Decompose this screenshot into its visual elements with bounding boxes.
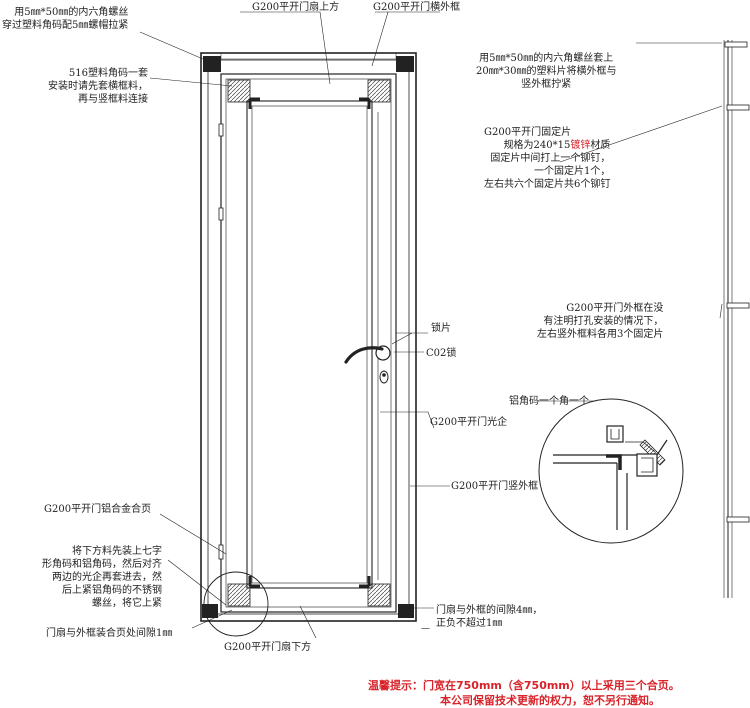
lock-handle-icon bbox=[344, 345, 391, 384]
label-line: G200平开门外框在没 bbox=[566, 303, 664, 314]
label-line: 有注明打孔安装的情况下， bbox=[543, 316, 664, 327]
label-hinge-gap: 门扇与外框装合页处间隙1㎜ bbox=[46, 628, 173, 639]
label-line: 左右竖外框料各用3个固定片 bbox=[537, 329, 664, 340]
notice-line-1: 温馨提示：门宽在750mm（含750mm）以上采用三个合页。 bbox=[368, 679, 680, 692]
svg-text:—: — bbox=[421, 624, 430, 634]
label-right-bolt: 用5㎜*50㎜的内六角螺丝套上 20㎜*30㎜的塑料片将横外框与 竖外框拧紧 bbox=[476, 52, 616, 91]
label-line: 左右共六个固定片共6个铆钉 bbox=[484, 179, 611, 190]
label-line: 形角码和铝角码，然后对齐 bbox=[42, 559, 162, 570]
label-hex-bolt: 用5㎜*50㎜的内六角螺丝 穿过塑料角码配5㎜螺帽拉紧 bbox=[2, 6, 128, 32]
label-line: G200平开门固定片 bbox=[484, 127, 572, 138]
label-line: 穿过塑料角码配5㎜螺帽拉紧 bbox=[2, 20, 129, 31]
label-plastic-corner: 516塑料角码一套 安装时请先套横框料， 再与竖框料连接 bbox=[48, 67, 148, 106]
label-line: 两边的光企再套进去，然 bbox=[52, 572, 162, 583]
label-line: 正负不超过1㎜ bbox=[436, 618, 503, 629]
label-top-frame: G200平开门横外框 bbox=[373, 2, 461, 13]
label-vertical-frame: G200平开门竖外框 bbox=[451, 481, 539, 492]
label-top-sash: G200平开门扇上方 bbox=[252, 2, 340, 13]
label-line: 20㎜*30㎜的塑料片将横外框与 bbox=[476, 66, 617, 77]
door-sash bbox=[220, 73, 397, 613]
label-lock-plate: 锁片 bbox=[431, 323, 451, 334]
label-line: 门扇与外框的间隙4㎜， bbox=[436, 605, 543, 616]
frame-corner-block bbox=[396, 56, 414, 72]
label-bottom-assembly: 将下方料先装上七字 形角码和铝角码，然后对齐 两边的光企再套进去，然 后上紧铝角… bbox=[42, 545, 162, 610]
notice-line-2: 本公司保留技术更新的权力，恕不另行通知。 bbox=[440, 694, 660, 707]
label-line: 用5㎜*50㎜的内六角螺丝套上 bbox=[479, 53, 614, 64]
label-line: 后上紧铝角码的不锈钢 bbox=[62, 585, 162, 596]
top-frame-section bbox=[220, 52, 397, 60]
label-line: 竖外框拧紧 bbox=[521, 79, 572, 90]
label-glass-bead: G200平开门光企 bbox=[430, 417, 508, 428]
label-sash-gap: 门扇与外框的间隙4㎜， 正负不超过1㎜ bbox=[436, 604, 542, 630]
frame-corner-block bbox=[203, 56, 221, 72]
outer-frame bbox=[200, 52, 417, 622]
label-aluminum-corner: 铝角码一个角一个 bbox=[509, 396, 589, 407]
label-lock: C02锁 bbox=[426, 348, 457, 359]
label-line: 螺丝，将它上紧 bbox=[92, 598, 162, 609]
label-line: 用5㎜*50㎜的内六角螺丝 bbox=[14, 7, 129, 18]
label-line: 固定片中间打上一个铆钉， bbox=[490, 153, 611, 164]
label-line: 安装时请先套横框料， bbox=[48, 81, 148, 92]
frame-corner-block bbox=[398, 604, 414, 618]
label-line: 一个固定片1个， bbox=[534, 166, 611, 177]
leader-lines bbox=[139, 11, 723, 639]
detail-circle-bottom bbox=[203, 571, 269, 637]
corner-detail-circle bbox=[538, 398, 684, 544]
label-fixing-plate: G200平开门固定片 规格为240*15镀锌材质 固定片中间打上一个铆钉， 一个… bbox=[484, 126, 610, 191]
sash-corner-details bbox=[227, 79, 391, 607]
label-hinge: G200平开门铝合金合页 bbox=[44, 504, 152, 515]
label-line: 规格为240*15镀锌材质 bbox=[503, 140, 611, 151]
label-line: 将下方料先装上七字 bbox=[72, 546, 162, 557]
label-outer-frame-note: G200平开门外框在没 有注明打孔安装的情况下， 左右竖外框料各用3个固定片 bbox=[537, 302, 663, 341]
label-line: 再与竖框料连接 bbox=[78, 94, 148, 105]
label-line: 516塑料角码一套 bbox=[68, 68, 148, 79]
vertical-frame-profile bbox=[723, 40, 750, 598]
label-bottom-sash: G200平开门扇下方 bbox=[224, 642, 312, 653]
